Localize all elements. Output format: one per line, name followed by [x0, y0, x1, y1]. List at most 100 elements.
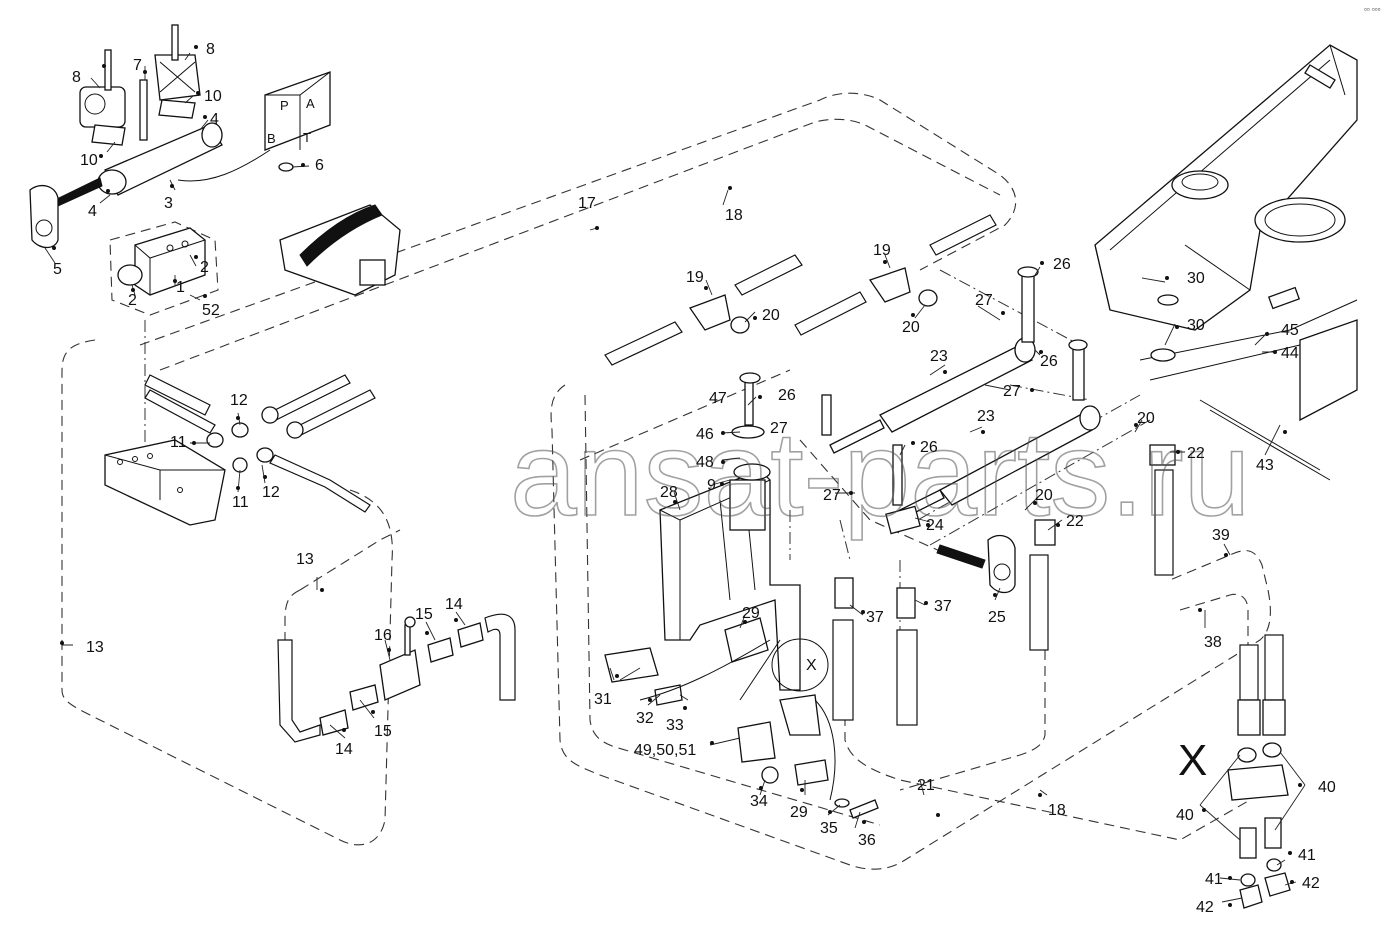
- callout-14: 14: [335, 741, 353, 758]
- hydraulic-cylinders: [821, 266, 1101, 535]
- port-a-label: A: [306, 96, 315, 111]
- valve-port-block: [264, 71, 331, 151]
- callout-17: 17: [578, 195, 596, 212]
- callout-dots: [52, 45, 1302, 907]
- callout-31: 31: [594, 691, 612, 708]
- bottom-left-hose-assembly: [277, 613, 516, 743]
- callout-28: 28: [660, 484, 678, 501]
- callout-40: 40: [1176, 807, 1194, 824]
- callout-37: 37: [866, 609, 884, 626]
- top-hoses: [604, 214, 997, 366]
- callout-13: 13: [296, 551, 314, 568]
- callout-19: 19: [686, 269, 704, 286]
- callout-20: 20: [1035, 487, 1053, 504]
- solenoid-coil-left: [79, 86, 126, 128]
- callout-39: 39: [1212, 527, 1230, 544]
- connector-plug: [29, 184, 59, 249]
- callout-20: 20: [762, 307, 780, 324]
- callout-41: 41: [1205, 871, 1223, 888]
- callout-10: 10: [80, 152, 98, 169]
- callout-27: 27: [1003, 383, 1021, 400]
- callout-2: 2: [200, 259, 209, 276]
- callout-22: 22: [1066, 513, 1084, 530]
- callout-10: 10: [204, 88, 222, 105]
- callout-36: 36: [858, 832, 876, 849]
- detail-x-circle-label: X: [806, 657, 817, 674]
- callout-11: 11: [232, 494, 249, 511]
- detail-x-label: X: [1178, 736, 1207, 785]
- callout-42: 42: [1196, 899, 1214, 916]
- callout-29: 29: [742, 605, 760, 622]
- plate-40: [1227, 764, 1289, 801]
- callout-37: 37: [934, 598, 952, 615]
- callout-26: 26: [1053, 256, 1071, 273]
- main-frame-boom: [1094, 44, 1358, 481]
- callout-16: 16: [374, 627, 392, 644]
- detail-x-circle: [771, 638, 829, 692]
- callout-21: 21: [917, 777, 935, 794]
- solenoid-valve-assembly: P A B T: [29, 24, 331, 249]
- callout-18: 18: [725, 207, 743, 224]
- callout-12: 12: [230, 392, 248, 409]
- callout-45: 45: [1281, 322, 1299, 339]
- callout-4: 4: [210, 111, 219, 128]
- callout-52: 52: [202, 302, 220, 319]
- callout-22: 22: [1187, 445, 1205, 462]
- callout-46: 46: [696, 426, 714, 443]
- o-ring: [278, 162, 294, 172]
- callout-34: 34: [750, 793, 768, 810]
- callout-labels: 8 8 7 10 10 4 4 3 6 5 2 2 1 52 17 18 18 …: [53, 41, 1336, 916]
- manifold-hoses: [144, 374, 376, 513]
- callout-23: 23: [977, 408, 995, 425]
- callout-8: 8: [206, 41, 215, 58]
- small-brackets: X: [604, 617, 879, 819]
- port-b-label: B: [267, 131, 276, 146]
- callout-26: 26: [920, 439, 938, 456]
- callout-13: 13: [86, 639, 104, 656]
- callout-44: 44: [1281, 345, 1299, 362]
- callout-20: 20: [902, 319, 920, 336]
- port-p-label: P: [280, 98, 289, 113]
- callout-42: 42: [1302, 875, 1320, 892]
- hose-routing-lines: [61, 92, 1271, 870]
- callout-6: 6: [315, 157, 324, 174]
- callout-41: 41: [1298, 847, 1316, 864]
- callout-4: 4: [88, 203, 97, 220]
- callout-27: 27: [975, 292, 993, 309]
- callout-19: 19: [873, 242, 891, 259]
- bracket-frame-28: [659, 372, 821, 736]
- callout-25: 25: [988, 609, 1006, 626]
- callout-2: 2: [128, 292, 137, 309]
- callout-1: 1: [176, 279, 185, 296]
- callout-32: 32: [636, 710, 654, 727]
- callout-29: 29: [790, 804, 808, 821]
- arrow-icon: [936, 544, 986, 569]
- callout-30: 30: [1187, 270, 1205, 287]
- valve-bank: [279, 204, 401, 296]
- callout-26: 26: [1040, 353, 1058, 370]
- callout-48: 48: [696, 454, 714, 471]
- connector-25: [936, 534, 1016, 594]
- callout-15: 15: [374, 723, 392, 740]
- callout-47: 47: [709, 390, 727, 407]
- callout-8: 8: [72, 69, 81, 86]
- watermark-text: ansat-parts.ru: [510, 407, 1250, 541]
- vertical-hoses: [832, 444, 1291, 909]
- valve-screw: [139, 79, 148, 141]
- callout-23: 23: [930, 348, 948, 365]
- callout-7: 7: [133, 57, 142, 74]
- callout-12: 12: [262, 484, 280, 501]
- callout-5: 5: [53, 261, 62, 278]
- callout-3: 3: [164, 195, 173, 212]
- ball-valve-16: [379, 649, 421, 701]
- callout-24: 24: [926, 517, 944, 534]
- callout-26: 26: [778, 387, 796, 404]
- port-t-label: T: [303, 130, 311, 145]
- arrow-icon: [54, 177, 103, 207]
- callout-20: 20: [1137, 410, 1155, 427]
- bearing-flange: [1254, 197, 1346, 243]
- manifold-block: [104, 439, 226, 526]
- callout-33: 33: [666, 717, 684, 734]
- callout-35: 35: [820, 820, 838, 837]
